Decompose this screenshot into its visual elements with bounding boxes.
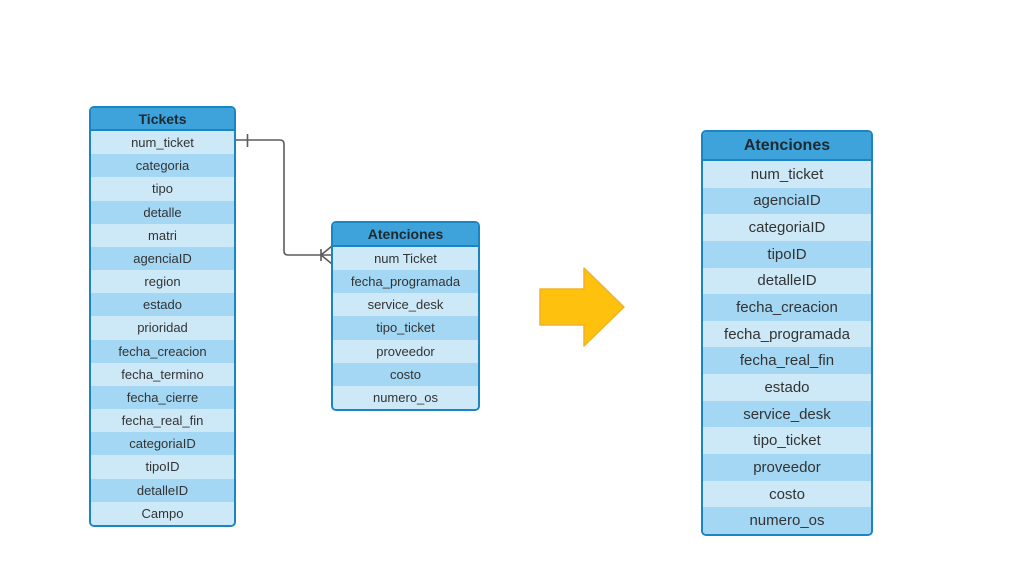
table-field-row: num Ticket: [333, 247, 478, 271]
table-field-row: service_desk: [703, 400, 871, 428]
table-title: Atenciones: [333, 223, 478, 247]
table-field-row: fecha_programada: [703, 320, 871, 348]
table-field-row: proveedor: [703, 454, 871, 481]
table-field-row: proveedor: [333, 339, 478, 363]
table-field-row: fecha_real_fin: [703, 347, 871, 375]
table-field-row: num_ticket: [703, 161, 871, 188]
table-field-row: costo: [333, 362, 478, 386]
table-field-row: costo: [703, 480, 871, 508]
connector-line: [236, 139, 331, 256]
table-field-row: fecha_creacion: [703, 294, 871, 321]
table-field-row: matri: [91, 223, 234, 247]
table-field-row: categoriaID: [91, 432, 234, 456]
table-field-row: fecha_creacion: [91, 339, 234, 363]
entity-table-tickets: Tickets num_ticket categoria tipo detall…: [89, 106, 236, 527]
table-rows: num_ticket categoria tipo detalle matri …: [91, 131, 234, 525]
table-field-row: estado: [703, 374, 871, 401]
table-field-row: categoria: [91, 154, 234, 178]
table-field-row: fecha_programada: [333, 270, 478, 294]
table-field-row: detalleID: [91, 478, 234, 502]
transform-arrow-icon: [539, 267, 625, 347]
table-field-row: tipo_ticket: [703, 427, 871, 455]
table-field-row: fecha_termino: [91, 362, 234, 386]
table-field-row: tipo_ticket: [333, 316, 478, 340]
table-rows: num_ticket agenciaID categoriaID tipoID …: [703, 161, 871, 534]
relationship-connector: [236, 134, 333, 265]
table-field-row: detalleID: [703, 267, 871, 295]
table-field-row: tipoID: [91, 455, 234, 479]
table-field-row: Campo: [91, 501, 234, 525]
table-field-row: fecha_real_fin: [91, 409, 234, 433]
table-field-row: region: [91, 270, 234, 294]
entity-table-atenciones-result: Atenciones num_ticket agenciaID categori…: [701, 130, 873, 536]
table-field-row: numero_os: [333, 385, 478, 409]
table-field-row: agenciaID: [703, 187, 871, 215]
table-field-row: categoriaID: [703, 214, 871, 241]
table-field-row: numero_os: [703, 507, 871, 534]
table-field-row: service_desk: [333, 293, 478, 317]
table-field-row: estado: [91, 293, 234, 317]
table-field-row: num_ticket: [91, 131, 234, 155]
table-title: Tickets: [91, 108, 234, 131]
table-field-row: detalle: [91, 200, 234, 224]
entity-table-atenciones-source: Atenciones num Ticket fecha_programada s…: [331, 221, 480, 411]
table-field-row: tipoID: [703, 240, 871, 268]
table-field-row: fecha_cierre: [91, 385, 234, 410]
table-title: Atenciones: [703, 132, 871, 161]
table-rows: num Ticket fecha_programada service_desk…: [333, 247, 478, 409]
table-field-row: agenciaID: [91, 246, 234, 271]
table-field-row: prioridad: [91, 316, 234, 340]
table-field-row: tipo: [91, 177, 234, 201]
